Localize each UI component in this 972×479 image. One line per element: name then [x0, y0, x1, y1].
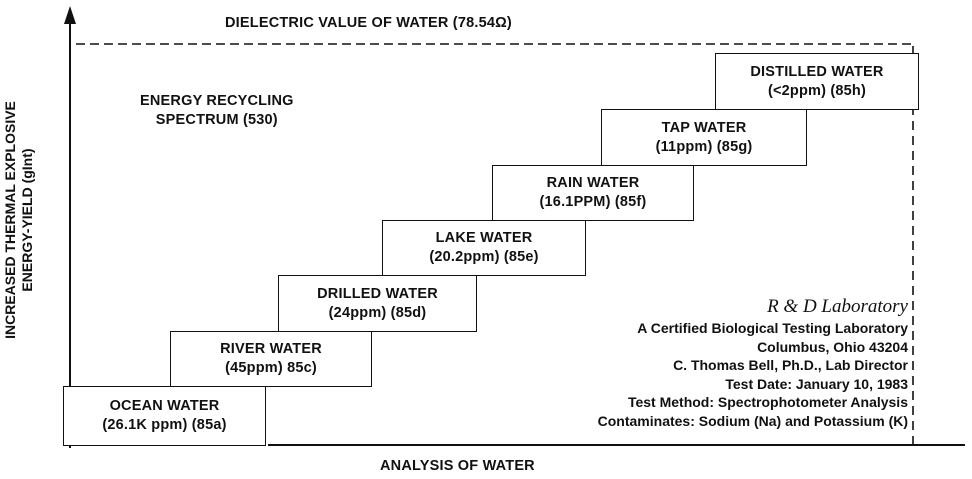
lab-line: C. Thomas Bell, Ph.D., Lab Director: [673, 357, 908, 374]
step-name: TAP WATER: [661, 119, 747, 136]
x-axis-label: ANALYSIS OF WATER: [380, 458, 535, 474]
step-detail: (45ppm) 85c): [225, 360, 317, 376]
step-tap-water: TAP WATER (11ppm) (85g): [601, 109, 807, 166]
y-axis-label: INCREASED THERMAL EXPLOSIVE ENERGY-YIELD…: [2, 45, 36, 395]
step-lake-water: LAKE WATER (20.2ppm) (85e): [382, 220, 586, 276]
recycling-label-line-2: SPECTRUM (530): [155, 112, 278, 128]
step-detail: (20.2ppm) (85e): [429, 249, 539, 265]
step-detail: (<2ppm) (85h): [767, 82, 867, 99]
step-name: RIVER WATER: [220, 341, 322, 357]
step-name: LAKE WATER: [435, 230, 533, 246]
lab-line: Test Date: January 10, 1983: [725, 375, 908, 392]
step-name: DISTILLED WATER: [750, 63, 884, 80]
step-name: DRILLED WATER: [317, 285, 438, 302]
lab-line: Columbus, Ohio 43204: [757, 338, 908, 355]
step-detail: (24ppm) (85d): [328, 304, 427, 321]
recycling-label-line-1: ENERGY RECYCLING: [140, 93, 294, 109]
step-detail: (26.1K ppm) (85a): [102, 417, 227, 433]
lab-line: Contaminates: Sodium (Na) and Potassium …: [597, 412, 908, 429]
step-ocean-water: OCEAN WATER (26.1K ppm) (85a): [63, 386, 266, 446]
lab-line: A Certified Biological Testing Laborator…: [637, 320, 908, 336]
y-axis-label-line-2: ENERGY-YIELD (gInt): [19, 148, 35, 292]
step-drilled-water: DRILLED WATER (24ppm) (85d): [278, 275, 477, 332]
lab-title: R & D Laboratory: [767, 296, 908, 317]
lab-info: R & D Laboratory A Certified Biological …: [500, 295, 908, 431]
y-axis-label-line-1: INCREASED THERMAL EXPLOSIVE: [2, 101, 18, 339]
step-detail: (11ppm) (85g): [655, 138, 753, 155]
step-rain-water: RAIN WATER (16.1PPM) (85f): [492, 165, 694, 221]
step-name: OCEAN WATER: [109, 398, 220, 414]
step-detail: (16.1PPM) (85f): [539, 194, 647, 210]
lab-line: Test Method: Spectrophotometer Analysis: [627, 394, 908, 411]
step-distilled-water: DISTILLED WATER (<2ppm) (85h): [715, 53, 919, 110]
dielectric-label: DIELECTRIC VALUE OF WATER (78.54Ω): [225, 15, 512, 31]
step-name: RAIN WATER: [546, 175, 640, 191]
y-axis-arrowhead: [64, 6, 76, 24]
recycling-label: ENERGY RECYCLING SPECTRUM (530): [140, 92, 294, 130]
step-river-water: RIVER WATER (45ppm) 85c): [170, 331, 372, 387]
